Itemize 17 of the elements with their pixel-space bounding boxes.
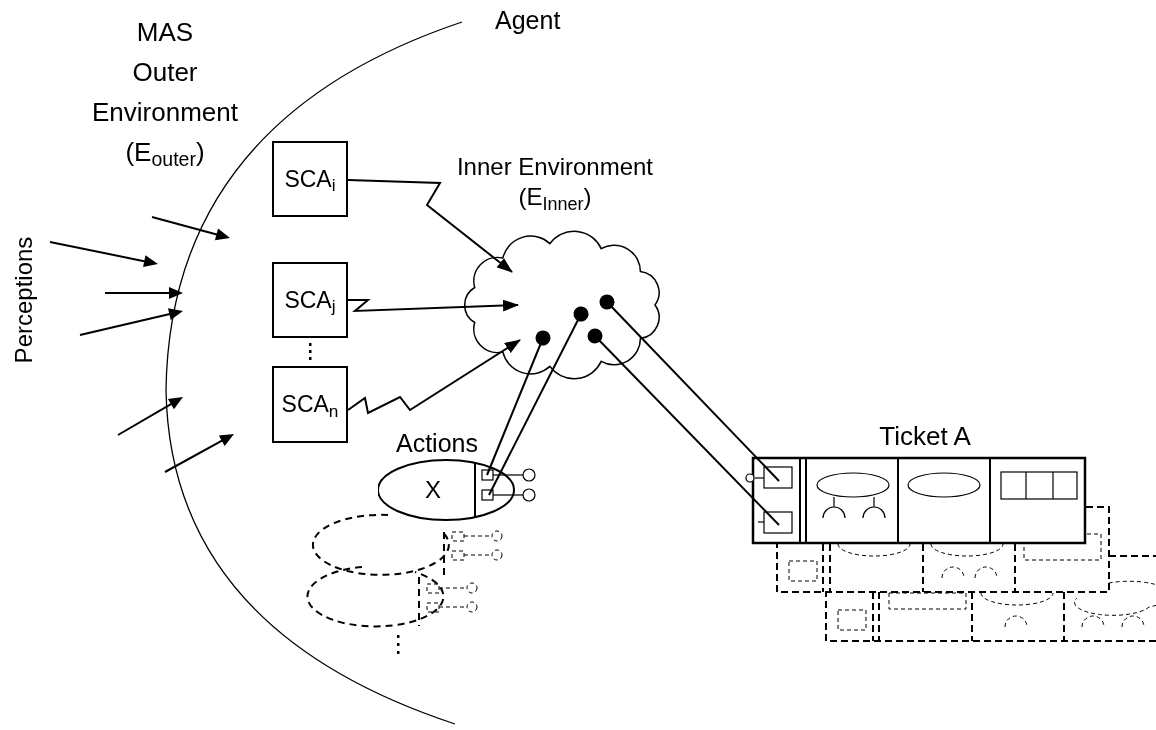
- connector-line: [347, 299, 519, 313]
- environment-heading: Inner Environment (E$_{Inner}$): [455, 152, 655, 212]
- ticket-heading: Ticket A: [878, 420, 972, 452]
- perceptions-label: Perceptions: [9, 235, 38, 366]
- connector-line: [347, 179, 513, 273]
- agent-component-box: SCA$_{i}$: [272, 141, 348, 217]
- connector-line: [488, 306, 589, 496]
- action-name: X: [424, 476, 442, 504]
- connector-line: [486, 330, 551, 476]
- agent-component-box: SCA$_{n}$: [272, 366, 348, 443]
- actions-heading: Actions: [396, 428, 478, 458]
- agent-label: Agent: [495, 5, 561, 36]
- connector-line: [347, 339, 521, 415]
- outer-environment-label: MAS Outer Environment (E$_{outer}$): [91, 16, 239, 172]
- connector-line: [587, 328, 780, 526]
- connector-line: [599, 294, 780, 482]
- agent-component-box: SCA$_{j}$: [272, 262, 348, 338]
